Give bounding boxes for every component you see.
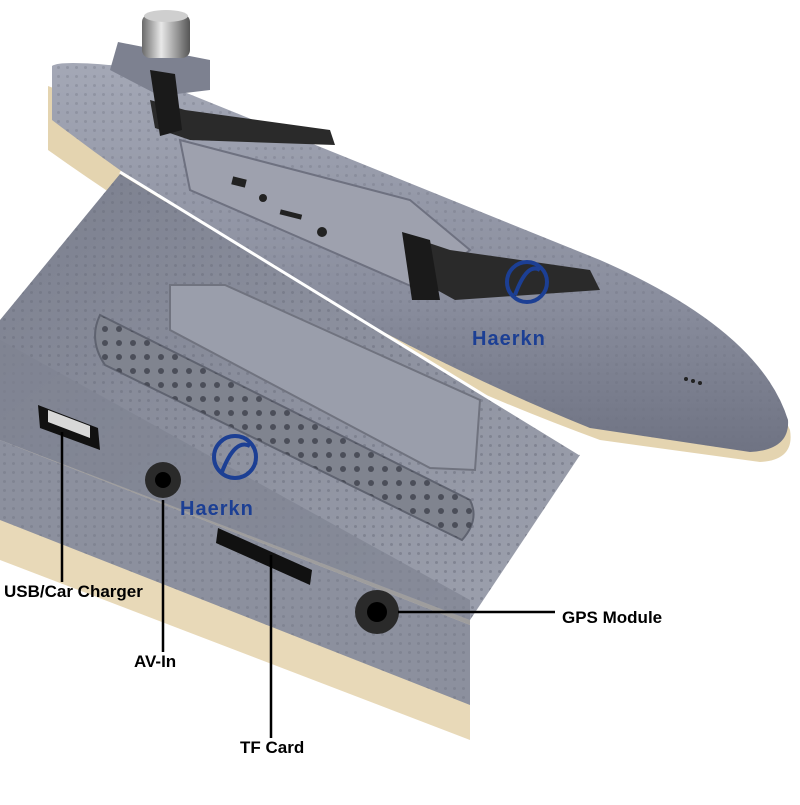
strap-top — [150, 100, 335, 145]
strap-clip-bottom — [402, 232, 440, 300]
tf-card-slot — [216, 528, 312, 585]
gps-port — [355, 590, 399, 634]
usb-car-charger-label: USB/Car Charger — [4, 582, 143, 601]
tf-card-label: TF Card — [240, 738, 305, 757]
closeup-panel — [169, 284, 482, 472]
gps-module-label: GPS Module — [562, 608, 663, 627]
av-in-port — [145, 462, 181, 498]
gps-port-small — [317, 227, 327, 237]
usb-port — [38, 405, 100, 450]
mini-usb-port-small — [231, 176, 247, 188]
closeup-view — [0, 170, 581, 740]
brand-logo-closeup — [212, 434, 258, 480]
mirror-full-view — [48, 10, 791, 462]
av-in-label: AV-In — [134, 652, 177, 671]
callout-lines — [60, 432, 555, 738]
brand-name-top: Haerkn — [472, 328, 546, 350]
brand-logo-top — [505, 260, 549, 304]
av-port-small — [259, 194, 267, 202]
strap-bottom — [405, 235, 600, 300]
strap-clip-top — [150, 70, 182, 136]
tf-slot-small — [279, 209, 303, 220]
brand-name-closeup: Haerkn — [180, 498, 254, 520]
mount-knob — [142, 14, 190, 58]
